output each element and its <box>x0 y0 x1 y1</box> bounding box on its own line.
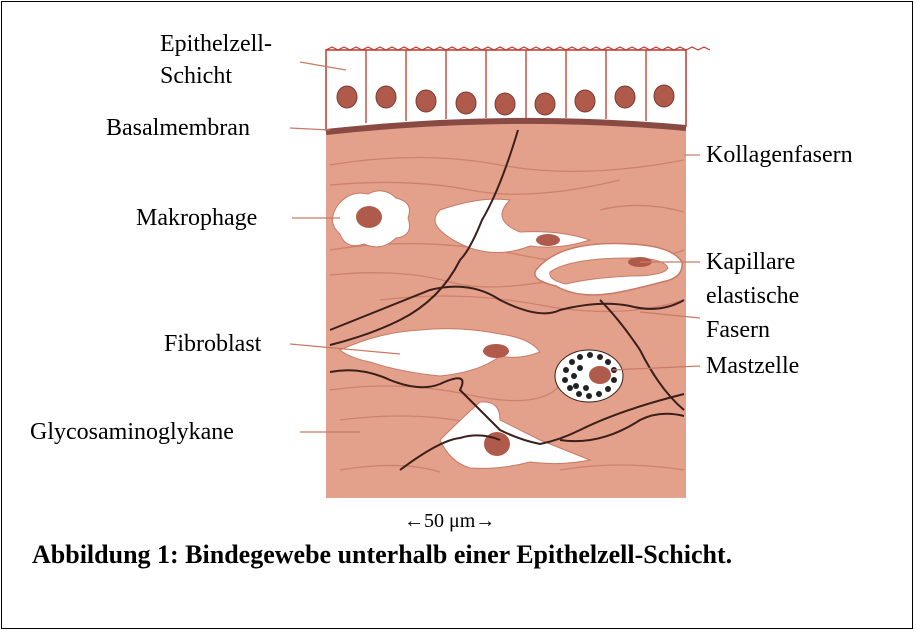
label-elastische-line1: elastische <box>706 282 799 310</box>
label-elastische-line2: Fasern <box>706 316 770 344</box>
label-kollagenfasern: Kollagenfasern <box>706 141 853 169</box>
scale-bar: ←50 μm→ <box>404 510 495 533</box>
label-epithel-line2: Schicht <box>160 62 232 90</box>
label-fibroblast: Fibroblast <box>164 330 261 358</box>
label-mastzelle: Mastzelle <box>706 352 799 380</box>
mast-cell <box>555 350 623 402</box>
label-kapillare: Kapillare <box>706 248 795 276</box>
label-glycosaminoglykane: Glycosaminoglykane <box>30 418 234 446</box>
label-basalmembran: Basalmembran <box>106 114 250 142</box>
label-makrophage: Makrophage <box>136 204 257 232</box>
leader-basal <box>290 128 330 130</box>
figure-caption: Abbildung 1: Bindegewebe unterhalb einer… <box>32 540 732 570</box>
label-epithel-line1: Epithelzell- <box>160 30 272 58</box>
epithelial-layer <box>326 47 710 130</box>
